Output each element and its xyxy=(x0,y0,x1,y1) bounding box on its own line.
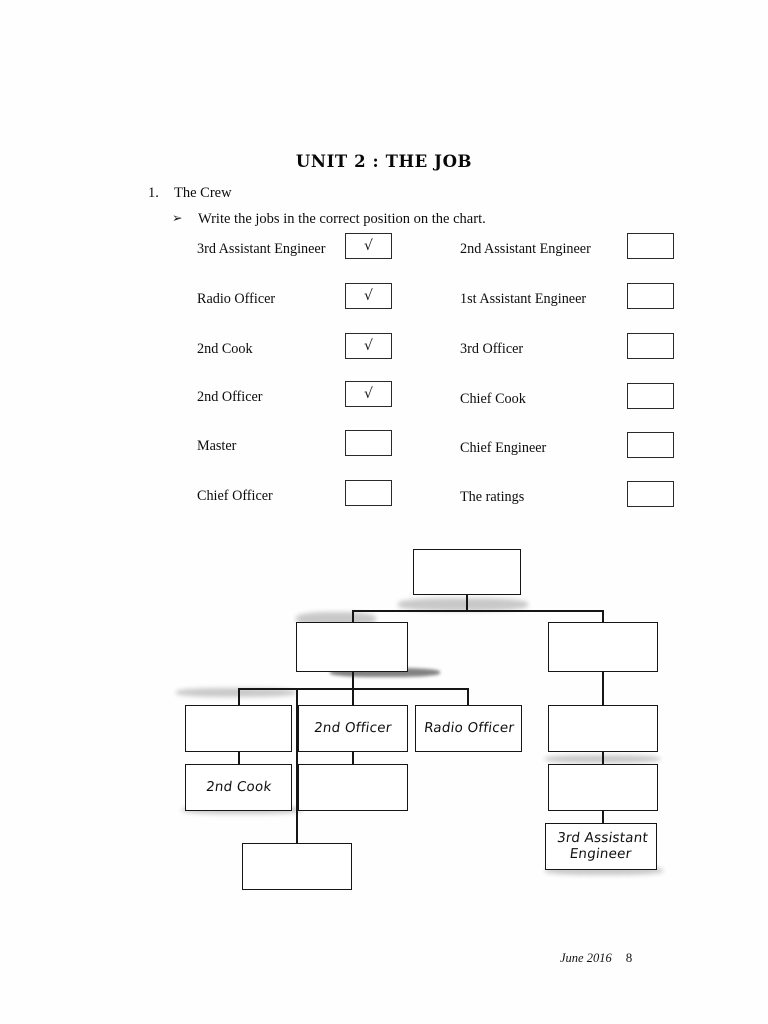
chart-node[interactable] xyxy=(298,764,408,811)
job-label: 2nd Assistant Engineer xyxy=(460,241,591,257)
connector-line xyxy=(352,752,354,764)
job-checkbox[interactable] xyxy=(627,333,674,359)
job-row: Master xyxy=(0,430,768,480)
photocopy-smudge xyxy=(398,598,528,611)
section-heading: 1. The Crew xyxy=(148,185,232,202)
job-label: 2nd Officer xyxy=(197,389,263,405)
instruction-line: ➢ Write the jobs in the correct position … xyxy=(172,210,486,228)
footer-date: June 2016 xyxy=(560,951,612,965)
chart-node-label: 3rd Assistant Engineer xyxy=(555,829,649,862)
job-label: 3rd Assistant Engineer xyxy=(197,241,326,257)
connector-line xyxy=(352,610,354,622)
chart-node[interactable] xyxy=(548,705,658,752)
chart-node-label: 2nd Officer xyxy=(313,719,393,736)
job-label: Radio Officer xyxy=(197,291,276,307)
chart-node-root[interactable] xyxy=(413,549,521,595)
job-row: 3rd Officer xyxy=(0,333,768,383)
connector-line xyxy=(352,688,354,705)
job-label: Chief Engineer xyxy=(460,440,547,456)
job-checkbox[interactable] xyxy=(345,430,392,456)
chart-node-2nd-officer[interactable]: 2nd Officer xyxy=(298,705,408,752)
instruction-text: Write the jobs in the correct position o… xyxy=(198,211,486,227)
check-icon: √ xyxy=(364,386,373,402)
chart-node[interactable] xyxy=(548,764,658,811)
job-label: 3rd Officer xyxy=(460,341,524,357)
connector-line xyxy=(602,610,604,622)
job-checkbox[interactable] xyxy=(627,283,674,309)
chart-node[interactable] xyxy=(242,843,352,890)
job-row: 3rd Assistant Engineer √ xyxy=(0,233,768,283)
job-label: Chief Officer xyxy=(197,488,273,504)
check-icon: √ xyxy=(364,238,373,254)
job-row: Chief Cook xyxy=(0,383,768,433)
chart-node-3rd-assistant-engineer[interactable]: 3rd Assistant Engineer xyxy=(545,823,657,870)
page-title: UNIT 2 : THE JOB xyxy=(295,152,473,171)
chart-node-radio-officer[interactable]: Radio Officer xyxy=(415,705,522,752)
photocopy-smudge xyxy=(330,668,440,677)
chart-node-2nd-cook[interactable]: 2nd Cook xyxy=(185,764,292,811)
job-checkbox[interactable] xyxy=(627,432,674,458)
arrow-bullet-icon: ➢ xyxy=(172,210,183,225)
section-title: The Crew xyxy=(174,185,232,201)
check-icon: √ xyxy=(364,338,373,354)
job-row: 1st Assistant Engineer xyxy=(0,283,768,333)
job-row: Radio Officer √ xyxy=(0,283,768,333)
chart-node[interactable] xyxy=(296,622,408,672)
connector-line xyxy=(602,811,604,823)
job-row: Chief Engineer xyxy=(0,432,768,482)
job-checkbox[interactable]: √ xyxy=(345,233,392,259)
job-row: 2nd Assistant Engineer xyxy=(0,233,768,283)
connector-line xyxy=(296,811,298,843)
connector-line xyxy=(238,688,240,705)
chart-node-label: 2nd Cook xyxy=(204,778,273,795)
section-number: 1. xyxy=(148,185,159,201)
connector-line xyxy=(602,672,604,705)
job-checkbox[interactable]: √ xyxy=(345,381,392,407)
connector-line xyxy=(352,610,603,612)
job-checkbox[interactable] xyxy=(345,480,392,506)
photocopy-smudge xyxy=(176,688,296,697)
chart-node[interactable] xyxy=(548,622,658,672)
job-checkbox[interactable] xyxy=(627,383,674,409)
job-checkbox[interactable] xyxy=(627,481,674,507)
job-label: Master xyxy=(197,438,237,454)
connector-line xyxy=(467,688,469,705)
job-label: Chief Cook xyxy=(460,391,526,407)
job-checkbox[interactable]: √ xyxy=(345,333,392,359)
job-checkbox[interactable]: √ xyxy=(345,283,392,309)
photocopy-smudge xyxy=(545,866,663,875)
footer: June 2016 8 xyxy=(560,950,632,966)
job-label: The ratings xyxy=(460,489,525,505)
job-answer-list: 3rd Assistant Engineer √ Radio Officer √… xyxy=(0,233,768,513)
chart-node[interactable] xyxy=(185,705,292,752)
job-row: The ratings xyxy=(0,481,768,531)
job-label: 1st Assistant Engineer xyxy=(460,291,587,307)
job-row: 2nd Cook √ xyxy=(0,333,768,383)
page-number: 8 xyxy=(625,950,633,965)
check-icon: √ xyxy=(364,288,373,304)
chart-node-label: Radio Officer xyxy=(422,719,515,736)
connector-spine xyxy=(296,688,298,845)
job-label: 2nd Cook xyxy=(197,341,253,357)
job-row: 2nd Officer √ xyxy=(0,381,768,431)
connector-line xyxy=(602,752,604,764)
job-checkbox[interactable] xyxy=(627,233,674,259)
connector-line xyxy=(352,672,354,689)
connector-line xyxy=(466,595,468,611)
job-row: Chief Officer xyxy=(0,480,768,530)
connector-line xyxy=(238,752,240,764)
